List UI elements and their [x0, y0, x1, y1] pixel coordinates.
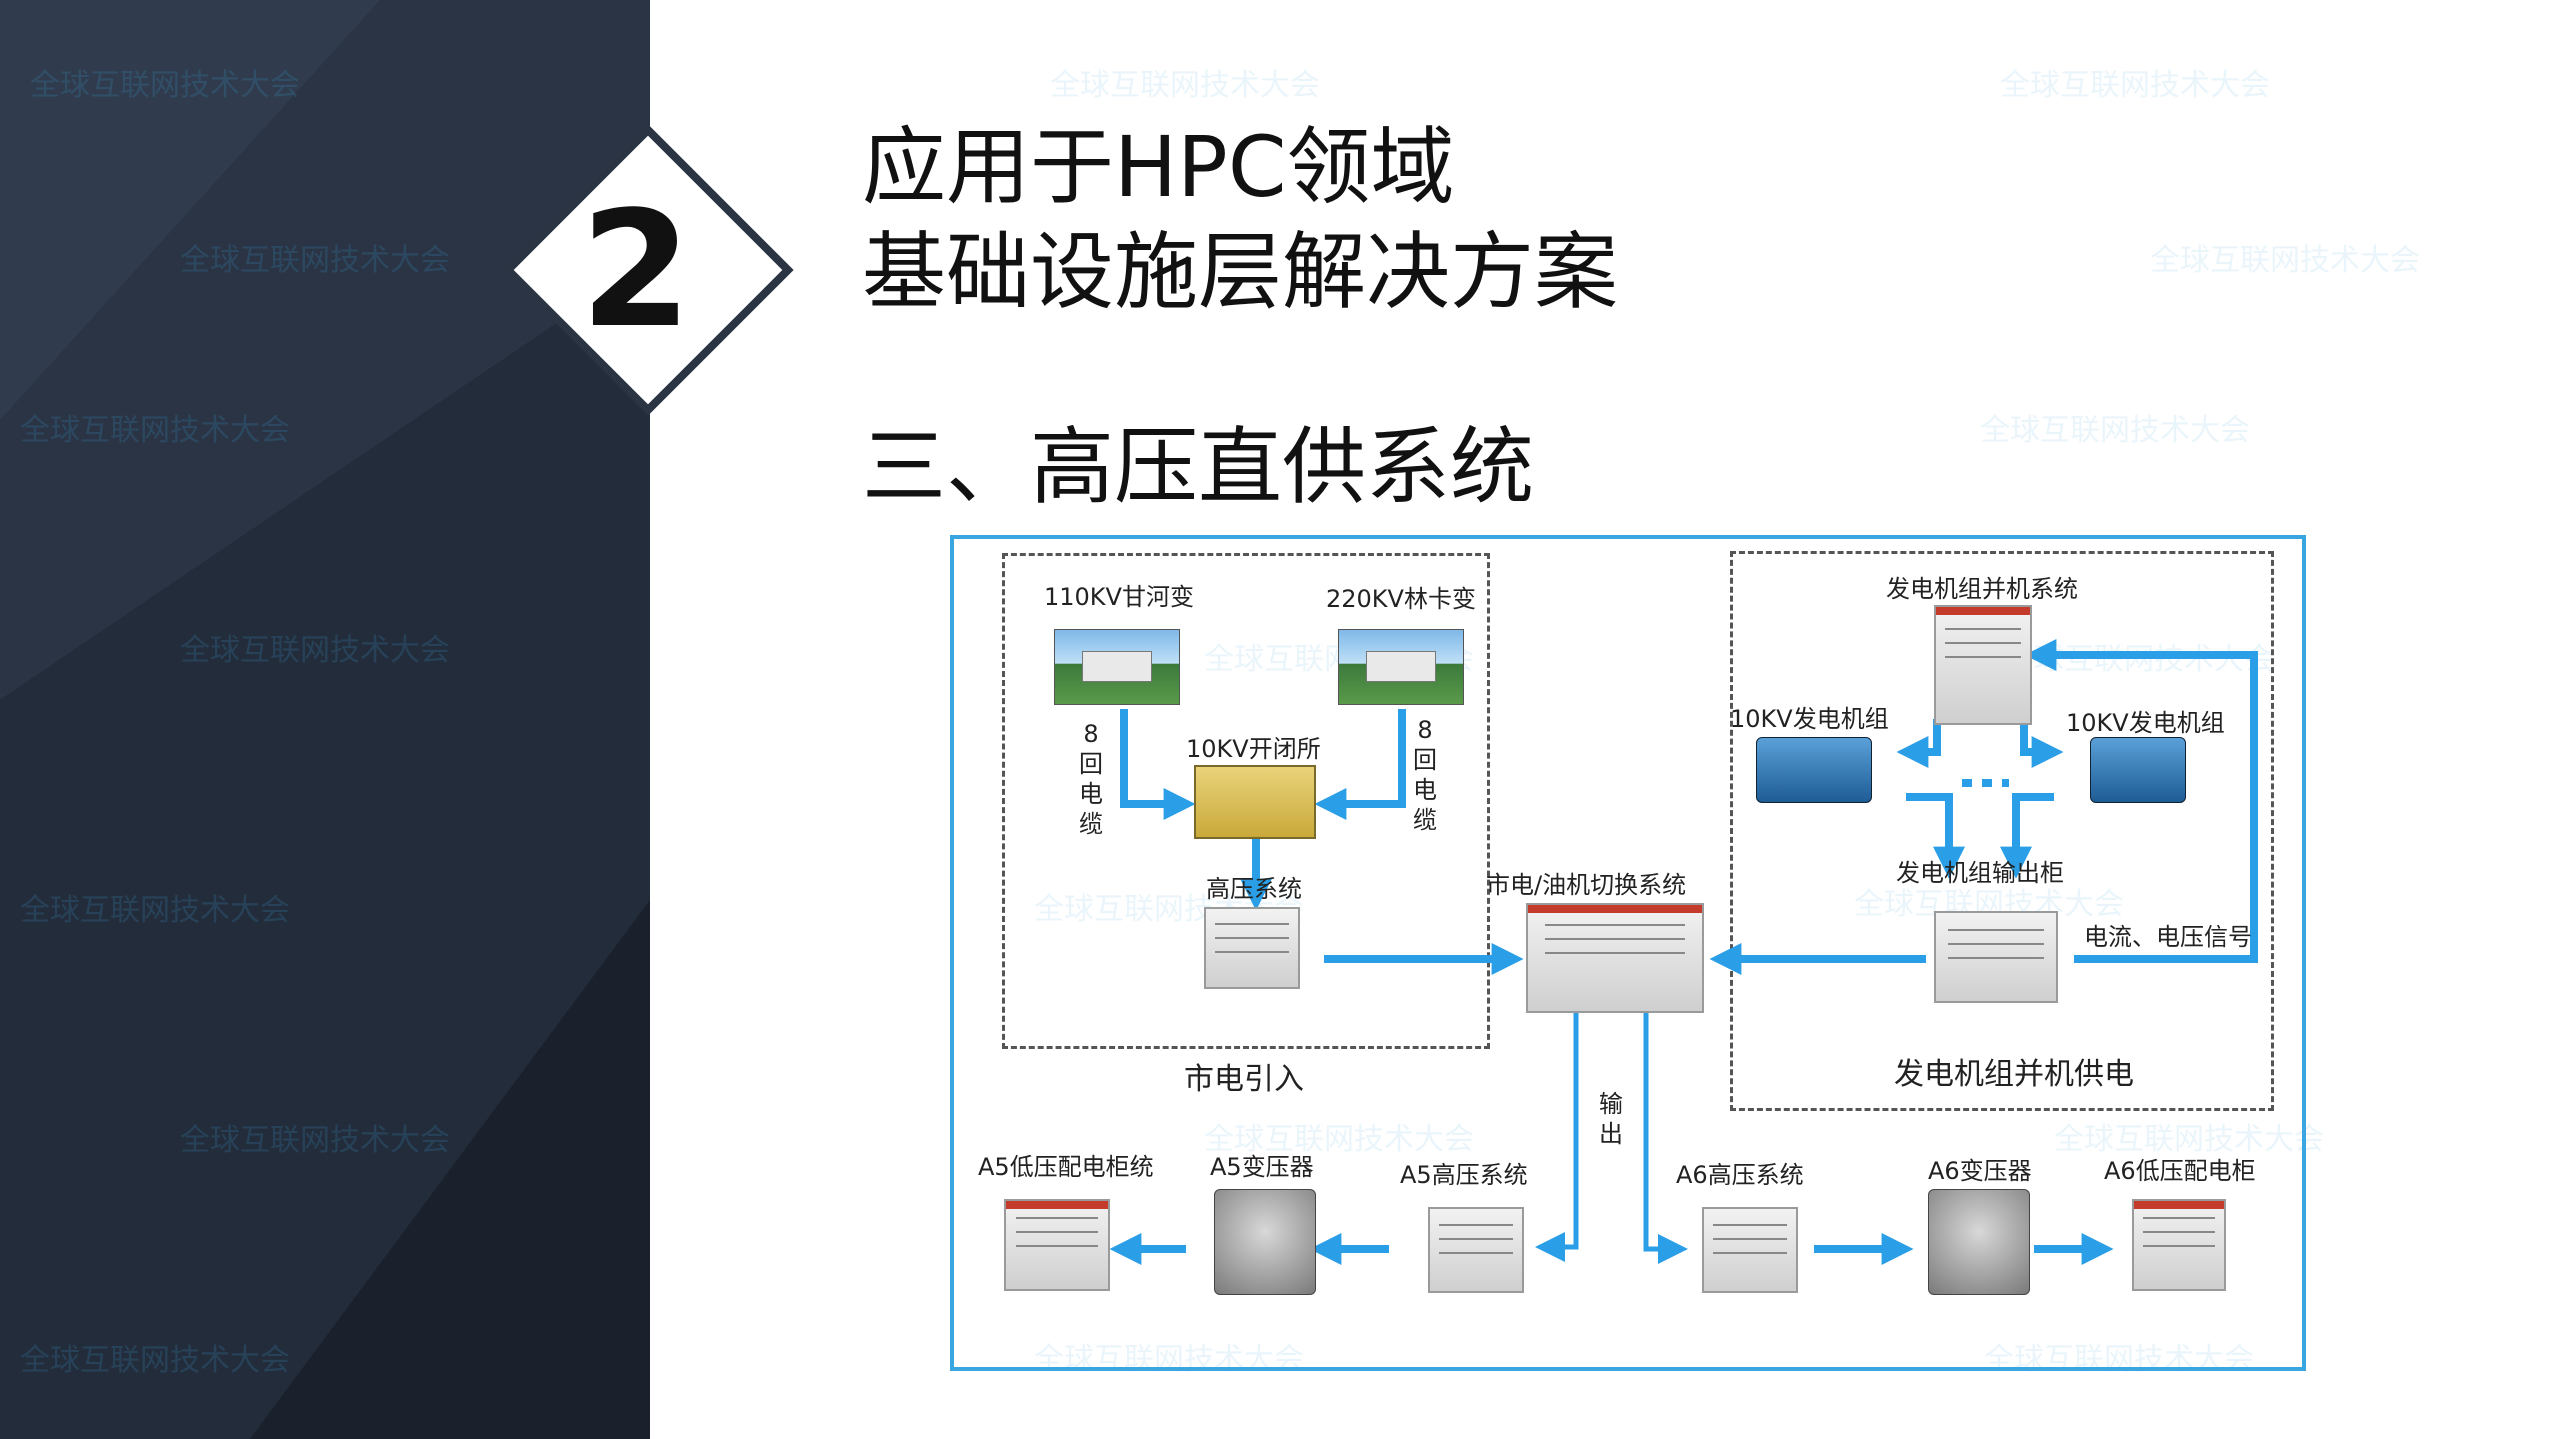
switchroom-image	[1194, 765, 1316, 839]
label-output-cabinet: 发电机组输出柜	[1896, 859, 2064, 887]
diagram-frame: 全球互联网技术大会 全球互联网技术大会 全球互联网技术大会 全球互联网技术大会 …	[950, 535, 2324, 1377]
flow-arrows	[1109, 639, 2258, 1265]
label-220kv-substation: 220KV林卡变	[1326, 585, 1476, 613]
badge-number: 2	[580, 176, 691, 363]
watermark-text: 全球互联网技术大会	[2150, 243, 2420, 278]
a5-transformer-image	[1214, 1189, 1316, 1295]
a5-lv-cabinet	[1004, 1199, 1110, 1291]
label-hv-system: 高压系统	[1206, 875, 1302, 903]
page-title-line-2: 基础设施层解决方案	[862, 223, 1619, 321]
label-grid-supply: 市电引入	[1184, 1062, 1304, 1097]
grid-supply-zone	[1002, 553, 1490, 1049]
hv-system-cabinet	[1204, 907, 1300, 989]
arrow-110-to-switchroom	[1120, 709, 1196, 820]
section-title: 三、高压直供系统	[862, 418, 1535, 516]
parallel-system-cabinet	[1934, 605, 2032, 725]
watermark-text: 全球互联网技术大会	[1980, 413, 2250, 448]
arrow-gen-left-to-cabinet	[1906, 793, 1965, 879]
a6-lv-cabinet	[2132, 1199, 2226, 1291]
arrow-output-to-a6	[1643, 999, 1688, 1264]
arrow-parallel-to-gen-left	[1896, 719, 1941, 768]
label-gen-right: 10KV发电机组	[2066, 709, 2225, 737]
label-a6-lv: A6低压配电柜	[2104, 1157, 2256, 1185]
label-cable-right: 8回电缆	[1413, 716, 1437, 834]
arrow-220-to-switchroom	[1314, 709, 1406, 820]
label-a6-hv: A6高压系统	[1676, 1161, 1804, 1189]
generator-left-image	[1756, 737, 1872, 803]
switch-system-cabinet	[1526, 903, 1704, 1013]
arrow-output-to-a5	[1535, 999, 1579, 1262]
generator-zone	[1730, 551, 2274, 1111]
badge-diamond	[502, 124, 794, 416]
label-output: 输出	[1599, 1090, 1623, 1148]
watermark-text: 全球互联网技术大会	[2000, 68, 2270, 103]
facet-b	[0, 260, 650, 1439]
substation-110kv-image	[1054, 629, 1180, 705]
left-facets	[0, 0, 650, 1439]
substation-220kv-image	[1338, 629, 1464, 705]
label-cable-left: 8回电缆	[1079, 720, 1103, 838]
a6-transformer-image	[1928, 1189, 2030, 1295]
arrow-parallel-to-gen-right	[2020, 719, 2064, 768]
watermark-text: 全球互联网技术大会	[1050, 68, 1320, 103]
a6-hv-cabinet	[1702, 1207, 1798, 1293]
label-parallel-system: 发电机组并机系统	[1886, 575, 2078, 603]
generator-right-image	[2090, 737, 2186, 803]
arrow-gen-right-to-cabinet	[2000, 793, 2054, 879]
label-switch-system: 市电/油机切换系统	[1486, 871, 1687, 899]
label-110kv-substation: 110KV甘河变	[1044, 583, 1194, 611]
label-a6-transformer: A6变压器	[1928, 1157, 2032, 1185]
label-a5-transformer: A5变压器	[1210, 1153, 1314, 1181]
label-10kv-switchroom: 10KV开闭所	[1186, 735, 1321, 763]
output-cabinet	[1934, 911, 2058, 1003]
a5-hv-cabinet	[1428, 1207, 1524, 1293]
label-gen-left: 10KV发电机组	[1730, 705, 1889, 733]
arrow-signal-loop	[2024, 639, 2258, 963]
section-number-badge: 2	[502, 124, 794, 416]
label-a5-hv: A5高压系统	[1400, 1161, 1528, 1189]
label-generator-supply: 发电机组并机供电	[1894, 1057, 2134, 1092]
facet-d	[0, 0, 380, 420]
page-title-line-1: 应用于HPC领域	[862, 118, 1455, 216]
label-a5-lv: A5低压配电柜统	[978, 1153, 1154, 1181]
label-signal: 电流、电压信号	[2084, 923, 2252, 951]
facet-c	[250, 900, 650, 1439]
